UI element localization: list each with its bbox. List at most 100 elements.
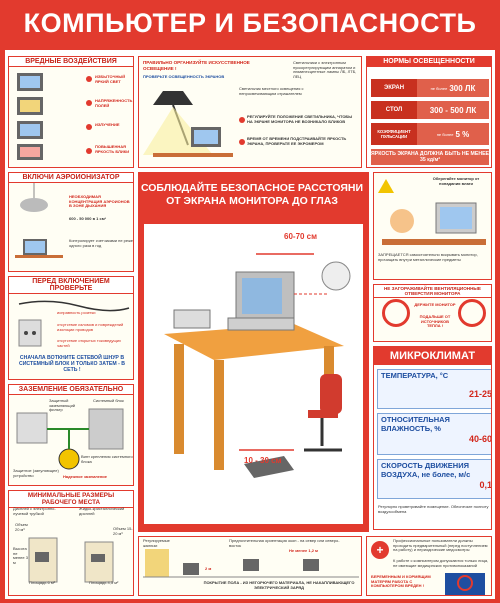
panel-workplace-header: МИНИМАЛЬНЫЕ РАЗМЕРЫ РАБОЧЕГО МЕСТА: [9, 491, 133, 508]
panel-lighting: ПРАВИЛЬНО ОРГАНИЗУЙТЕ ИСКУССТВЕННОЕ ОСВЕ…: [138, 56, 362, 168]
workplace-label: Площадь 4,5 м²: [89, 580, 119, 585]
panel-ionizer-header: ВКЛЮЧИ АЭРОИОНИЗАТОР: [9, 173, 133, 183]
ground-label: Защитный заземляющий фильтр: [49, 398, 76, 413]
panel-moisture: Оберегайте монитор от попадания влаги ЗА…: [373, 172, 492, 280]
lighting-tip: ВРЕМЯ ОТ ВРЕМЕНИ ПОДСТРАИВАЙТЕ ЯРКОСТЬ Э…: [247, 136, 347, 146]
workplace-illustration: [28, 537, 114, 583]
climate-hum-label: ОТНОСИТЕЛЬНАЯ ВЛАЖНОСТЬ, %: [381, 415, 450, 433]
panel-ground: ЗАЗЕМЛЕНИЕ ОБЯЗАТЕЛЬНО Защитный заземляю…: [8, 384, 134, 486]
moisture-text: ЗАПРЕЩАЕТСЯ самостоятельно вскрывать мон…: [378, 252, 478, 262]
climate-air-value: 0,1: [479, 480, 492, 490]
blinds-icon: [145, 549, 169, 577]
medical-text: К работе с компьютером допускаются тольк…: [393, 558, 489, 568]
check-footer: СНАЧАЛА ВОТКНИТЕ СЕТЕВОЙ ШНУР В СИСТЕМНЫ…: [18, 355, 126, 374]
medical-warning: БЕРЕМЕННЫМ И КОРМЯЩИМ МАТЕРЯМ РАБОТА С К…: [371, 574, 431, 589]
lamp-icon: [153, 91, 193, 105]
lighting-tip: РЕГУЛИРУЙТЕ ПОЛОЖЕНИЕ СВЕТИЛЬНИКА, ЧТОБЫ…: [247, 114, 353, 124]
cable-icon: [18, 300, 130, 312]
workplace-label: Площадь 6 м²: [29, 580, 55, 585]
center-title: СОБЛЮДАЙТЕ БЕЗОПАСНОЕ РАССТОЯНИ ОТ ЭКРАН…: [140, 182, 364, 208]
check-item: отсутствие изломов и повреждений изоляци…: [57, 322, 124, 332]
climate-hum-value: 40-60: [468, 434, 492, 444]
system-block-icon: [88, 408, 124, 450]
harmful-item: ПОВЫШЕННАЯ ЯРКОСТЬ БЛИКИ: [95, 144, 130, 154]
room-illustration: [143, 549, 359, 578]
check-item: исправность розетки: [57, 310, 96, 315]
distance-label: 2 м: [205, 566, 212, 571]
panel-vent: НЕ ЗАГОРАЖИВАЙТЕ ВЕНТИЛЯЦИОННЫЕ ОТВЕРСТИ…: [373, 284, 492, 342]
warning-icon: [378, 179, 394, 193]
check-item: отсутствие открытых токоведущих частей: [57, 338, 121, 348]
norm-label: ЭКРАН: [371, 79, 417, 97]
distance-knee-label: 10 - 30 см: [244, 456, 282, 465]
distance-eye-label: 60-70 см: [284, 232, 318, 241]
lamp-icon: [321, 261, 351, 291]
harmful-illustration: [17, 73, 92, 160]
footrest-icon: [244, 456, 294, 478]
printer-icon: [173, 309, 211, 329]
poster-title: КОМПЬЮТЕР И БЕЗОПАСНОСТЬ: [23, 7, 477, 38]
medical-text: Профессиональные пользователи должны про…: [393, 538, 488, 553]
blinds-label: Регулируемые жалюзи: [143, 538, 170, 548]
prohibition-icon: [382, 299, 410, 327]
ground-illustration: [16, 408, 124, 470]
lighting-note: Светильник местного освещения с непросве…: [239, 86, 304, 96]
vent-label: ДЕРЖИТЕ МОНИТОР: [414, 302, 456, 307]
norm-value: 300 ЛК: [449, 83, 476, 93]
panel-center: СОБЛЮДАЙТЕ БЕЗОПАСНОЕ РАССТОЯНИ ОТ ЭКРАН…: [138, 172, 369, 532]
center-illustration: 60-70 см 10 - 30 см: [144, 224, 363, 524]
workplace-label: Объем 20 м³: [15, 522, 28, 532]
workplace-label: Жидко-кристаллический дисплей: [79, 506, 125, 516]
monitor-icon: [243, 559, 259, 571]
orientation-label: Предпочтительная ориентация окон - на се…: [229, 538, 340, 548]
panel-ground-header: ЗАЗЕМЛЕНИЕ ОБЯЗАТЕЛЬНО: [9, 385, 133, 395]
ionizer-text: НЕОБХОДИМАЯ КОНЦЕНТРАЦИЯ АЭРОИОНОВ В ЗОН…: [69, 194, 130, 209]
monitor-icon: [303, 559, 319, 571]
harmful-item: ИЗБЫТОЧНЫЙ ЯРКИЙ СВЕТ: [95, 74, 126, 84]
ionizer-illustration: [15, 183, 63, 258]
panel-check: ПЕРЕД ВКЛЮЧЕНИЕМ ПРОВЕРЬТЕ исправность р…: [8, 276, 134, 380]
ionizer-note: Контролирует счетчиками не реже одного р…: [69, 238, 133, 248]
prohibition-icon: [458, 299, 486, 327]
bullet-icon: [239, 117, 245, 123]
norm-label: СТОЛ: [371, 101, 417, 119]
norm-row: СТОЛ 300 - 500 ЛК: [371, 101, 489, 119]
climate-temp-value: 21-25: [468, 389, 492, 399]
workplace-label: Высота не менее 3 м: [13, 546, 28, 565]
floor-label: ПОКРЫТИЕ ПОЛА - ИЗ НЕГОРЮЧЕГО МАТЕРИАЛА,…: [203, 580, 355, 590]
norm-value: 5 %: [455, 129, 470, 139]
panel-check-header: ПЕРЕД ВКЛЮЧЕНИЕМ ПРОВЕРЬТЕ: [9, 277, 133, 294]
climate-temp-label: ТЕМПЕРАТУРА, °С: [381, 371, 449, 380]
vent-label: ПОДАЛЬШЕ ОТ ИСТОЧНИКОВ ТЕПЛА !: [419, 314, 451, 329]
system-block-icon: [227, 317, 295, 331]
climate-air-label: СКОРОСТЬ ДВИЖЕНИЯ ВОЗДУХА, не более, м/с: [381, 461, 471, 479]
norm-prefix: не более: [430, 85, 448, 91]
norm-value: 300 - 500 ЛК: [429, 105, 477, 115]
ground-label: Надежное заземление: [63, 474, 107, 479]
panel-ionizer: ВКЛЮЧИ АЭРОИОНИЗАТОР НЕОБХОДИМАЯ КОНЦЕНТ…: [8, 172, 134, 272]
lighting-note: Светильники с электронным пускорегулирую…: [293, 60, 357, 79]
pregnant-prohibition-icon: [445, 573, 485, 595]
panel-bottom: Регулируемые жалюзи Предпочтительная ори…: [138, 536, 362, 596]
workstation-illustration: [164, 253, 351, 478]
panel-harmful-header: ВРЕДНЫЕ ВОЗДЕЙСТВИЯ: [9, 57, 133, 67]
ground-label: Защитное (зануляющее) устройство: [13, 468, 59, 478]
workplace-label: Объем 15-20 м³: [113, 526, 133, 536]
poster-frame: ВРЕДНЫЕ ВОЗДЕЙСТВИЯ ИЗБЫТОЧНЫЙ ЯРКИЙ СВЕ…: [5, 50, 495, 599]
climate-air: СКОРОСТЬ ДВИЖЕНИЯ ВОЗДУХА, не более, м/с…: [377, 459, 492, 499]
panel-norms-header: НОРМЫ ОСВЕЩЕННОСТИ: [367, 57, 491, 67]
climate-header: МИКРОКЛИМАТ: [374, 347, 491, 365]
harmful-item: НАПРЯЖЕННОСТЬ ПОЛЕЙ: [95, 98, 133, 108]
moisture-illustration: [382, 202, 486, 245]
system-block-icon: [16, 412, 48, 444]
norm-prefix: не более: [436, 131, 454, 137]
chair-icon: [320, 374, 342, 414]
lamp-illustration: [143, 91, 233, 157]
climate-temp: ТЕМПЕРАТУРА, °С 21-25: [377, 369, 492, 409]
socket-icon: [18, 319, 42, 347]
panel-medical: Профессиональные пользователи должны про…: [366, 536, 492, 596]
